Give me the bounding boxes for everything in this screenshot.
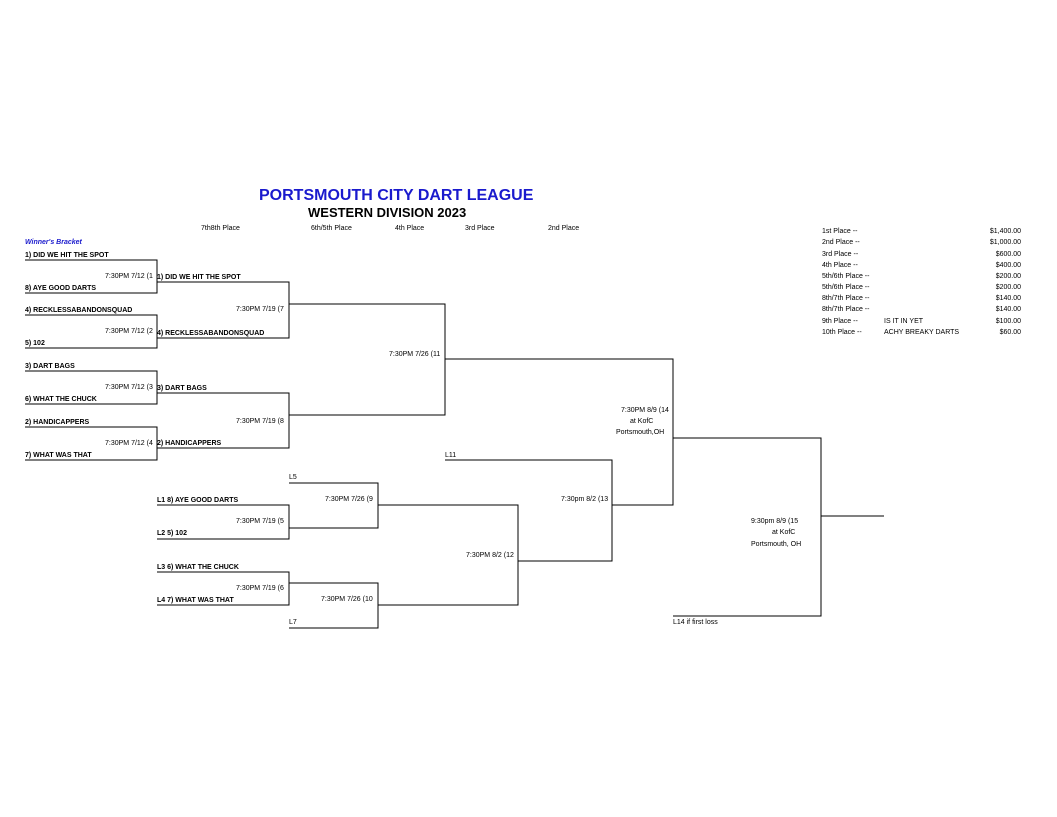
game-time: 7:30PM 7/12 (2 xyxy=(105,328,153,335)
prize-place: 10th Place -- xyxy=(822,329,862,336)
team-slot: L4 7) WHAT WAS THAT xyxy=(157,597,234,604)
prize-place: 5th/6th Place -- xyxy=(822,284,870,291)
prize-place: 8th/7th Place -- xyxy=(822,295,870,302)
game-location: Portsmouth,OH xyxy=(616,429,665,436)
prize-amount: $140.00 xyxy=(995,306,1021,313)
game-time: 7:30PM 7/12 (1 xyxy=(105,273,153,280)
prize-place: 4th Place -- xyxy=(822,262,858,269)
prize-amount: $200.00 xyxy=(995,273,1021,280)
prize-place: 5th/6th Place -- xyxy=(822,273,870,280)
prize-place: 9th Place -- xyxy=(822,318,858,325)
loser-slot: L5 xyxy=(289,474,297,481)
page-subtitle: WESTERN DIVISION 2023 xyxy=(308,205,467,220)
team-slot: 5) 102 xyxy=(25,340,45,347)
prize-amount: $200.00 xyxy=(995,284,1021,291)
prize-team: ACHY BREAKY DARTS xyxy=(884,329,960,336)
bracket-label: Winner's Bracket xyxy=(25,239,82,246)
team-slot: 7) WHAT WAS THAT xyxy=(25,452,92,459)
prize-place: 3rd Place -- xyxy=(822,251,859,258)
team-slot: 2) HANDICAPPERS xyxy=(25,419,90,426)
column-header: 2nd Place xyxy=(548,225,580,232)
game-time: 9:30pm 8/9 (15 xyxy=(751,518,799,525)
game-time: 7:30pm 8/2 (13 xyxy=(561,496,609,503)
column-header: 7th8th Place xyxy=(201,225,240,232)
team-slot: 4) RECKLESSABANDONSQUAD xyxy=(157,330,265,337)
team-slot: L1 8) AYE GOOD DARTS xyxy=(157,497,239,504)
game-time: 7:30PM 7/26 (9 xyxy=(325,496,373,503)
prize-amount: $600.00 xyxy=(995,251,1021,258)
prize-place: 1st Place -- xyxy=(822,228,858,235)
game-time: 7:30PM 7/12 (3 xyxy=(105,384,153,391)
game-time: 7:30PM 7/19 (5 xyxy=(236,518,284,525)
column-header: 4th Place xyxy=(395,225,425,232)
loser-slot: L7 xyxy=(289,619,297,626)
game-venue: at KofC xyxy=(630,418,654,425)
team-slot: 1) DID WE HIT THE SPOT xyxy=(157,274,241,281)
team-slot: L2 5) 102 xyxy=(157,530,187,537)
page-title: PORTSMOUTH CITY DART LEAGUE xyxy=(259,187,534,204)
prize-amount: $400.00 xyxy=(995,262,1021,269)
team-slot: 4) RECKLESSABANDONSQUAD xyxy=(25,307,133,314)
prize-amount: $60.00 xyxy=(999,329,1021,336)
game-time: 7:30PM 8/9 (14 xyxy=(621,407,669,414)
game-time: 7:30PM 7/12 (4 xyxy=(105,440,153,447)
game-time: 7:30PM 7/26 (11 xyxy=(389,351,441,358)
team-slot: 8) AYE GOOD DARTS xyxy=(25,285,97,292)
prize-place: 8th/7th Place -- xyxy=(822,306,870,313)
team-slot: 1) DID WE HIT THE SPOT xyxy=(25,252,109,259)
prize-amount: $1,400.00 xyxy=(989,228,1021,235)
column-header: 3rd Place xyxy=(465,225,495,232)
prize-amount: $1,000.00 xyxy=(989,239,1021,246)
game-time: 7:30PM 7/19 (7 xyxy=(236,306,284,313)
game-time: 7:30PM 7/19 (6 xyxy=(236,585,284,592)
team-slot: 3) DART BAGS xyxy=(157,385,207,392)
game-time: 7:30PM 7/19 (8 xyxy=(236,418,284,425)
column-header: 6th/5th Place xyxy=(311,225,352,232)
loser-slot: L11 xyxy=(445,452,457,459)
team-slot: 2) HANDICAPPERS xyxy=(157,440,222,447)
game-venue: at KofC xyxy=(772,529,796,536)
prize-place: 2nd Place -- xyxy=(822,239,860,246)
prize-amount: $100.00 xyxy=(995,318,1021,325)
game-time: 7:30PM 7/26 (10 xyxy=(321,596,373,603)
loser-slot: L14 if first loss xyxy=(673,619,718,626)
team-slot: L3 6) WHAT THE CHUCK xyxy=(157,564,239,571)
team-slot: 6) WHAT THE CHUCK xyxy=(25,396,97,403)
prize-team: IS IT IN YET xyxy=(884,318,924,325)
team-slot: 3) DART BAGS xyxy=(25,363,75,370)
prize-amount: $140.00 xyxy=(995,295,1021,302)
game-time: 7:30PM 8/2 (12 xyxy=(466,552,514,559)
game-location: Portsmouth, OH xyxy=(751,541,802,548)
